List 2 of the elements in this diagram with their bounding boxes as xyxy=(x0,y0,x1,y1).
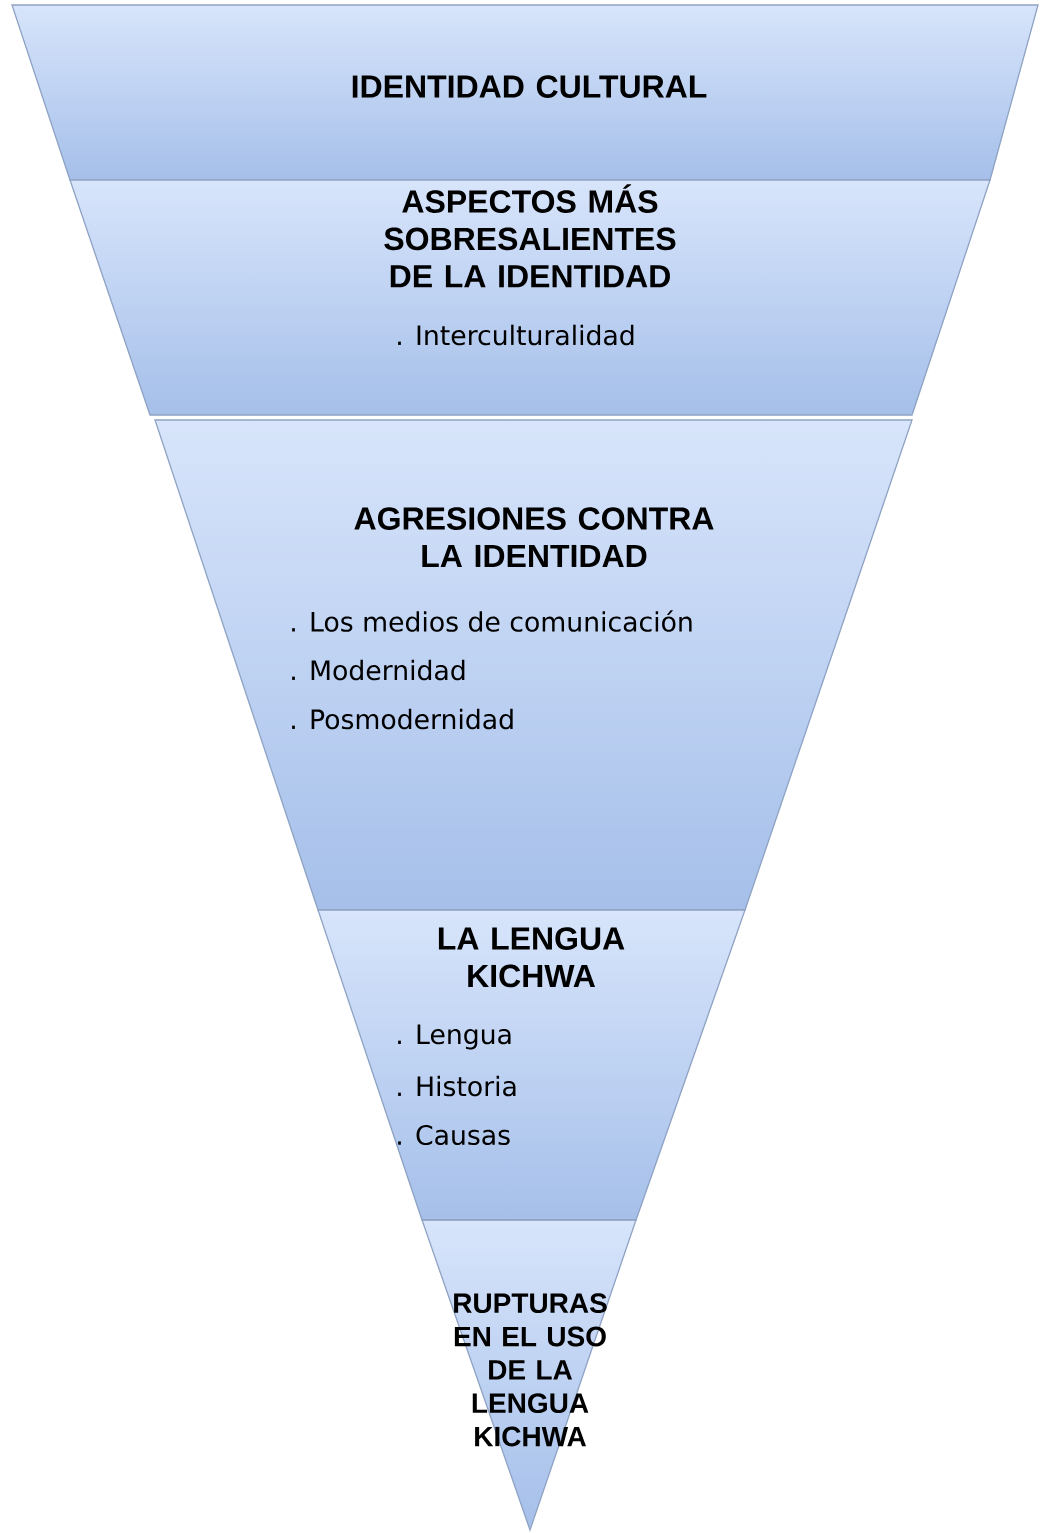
funnel-band: IDENTIDAD CULTURAL xyxy=(11,4,1039,181)
funnel-band: ASPECTOS MÁS SOBRESALIENTES DE LA IDENTIDAD . Interculturalidad xyxy=(69,179,991,416)
